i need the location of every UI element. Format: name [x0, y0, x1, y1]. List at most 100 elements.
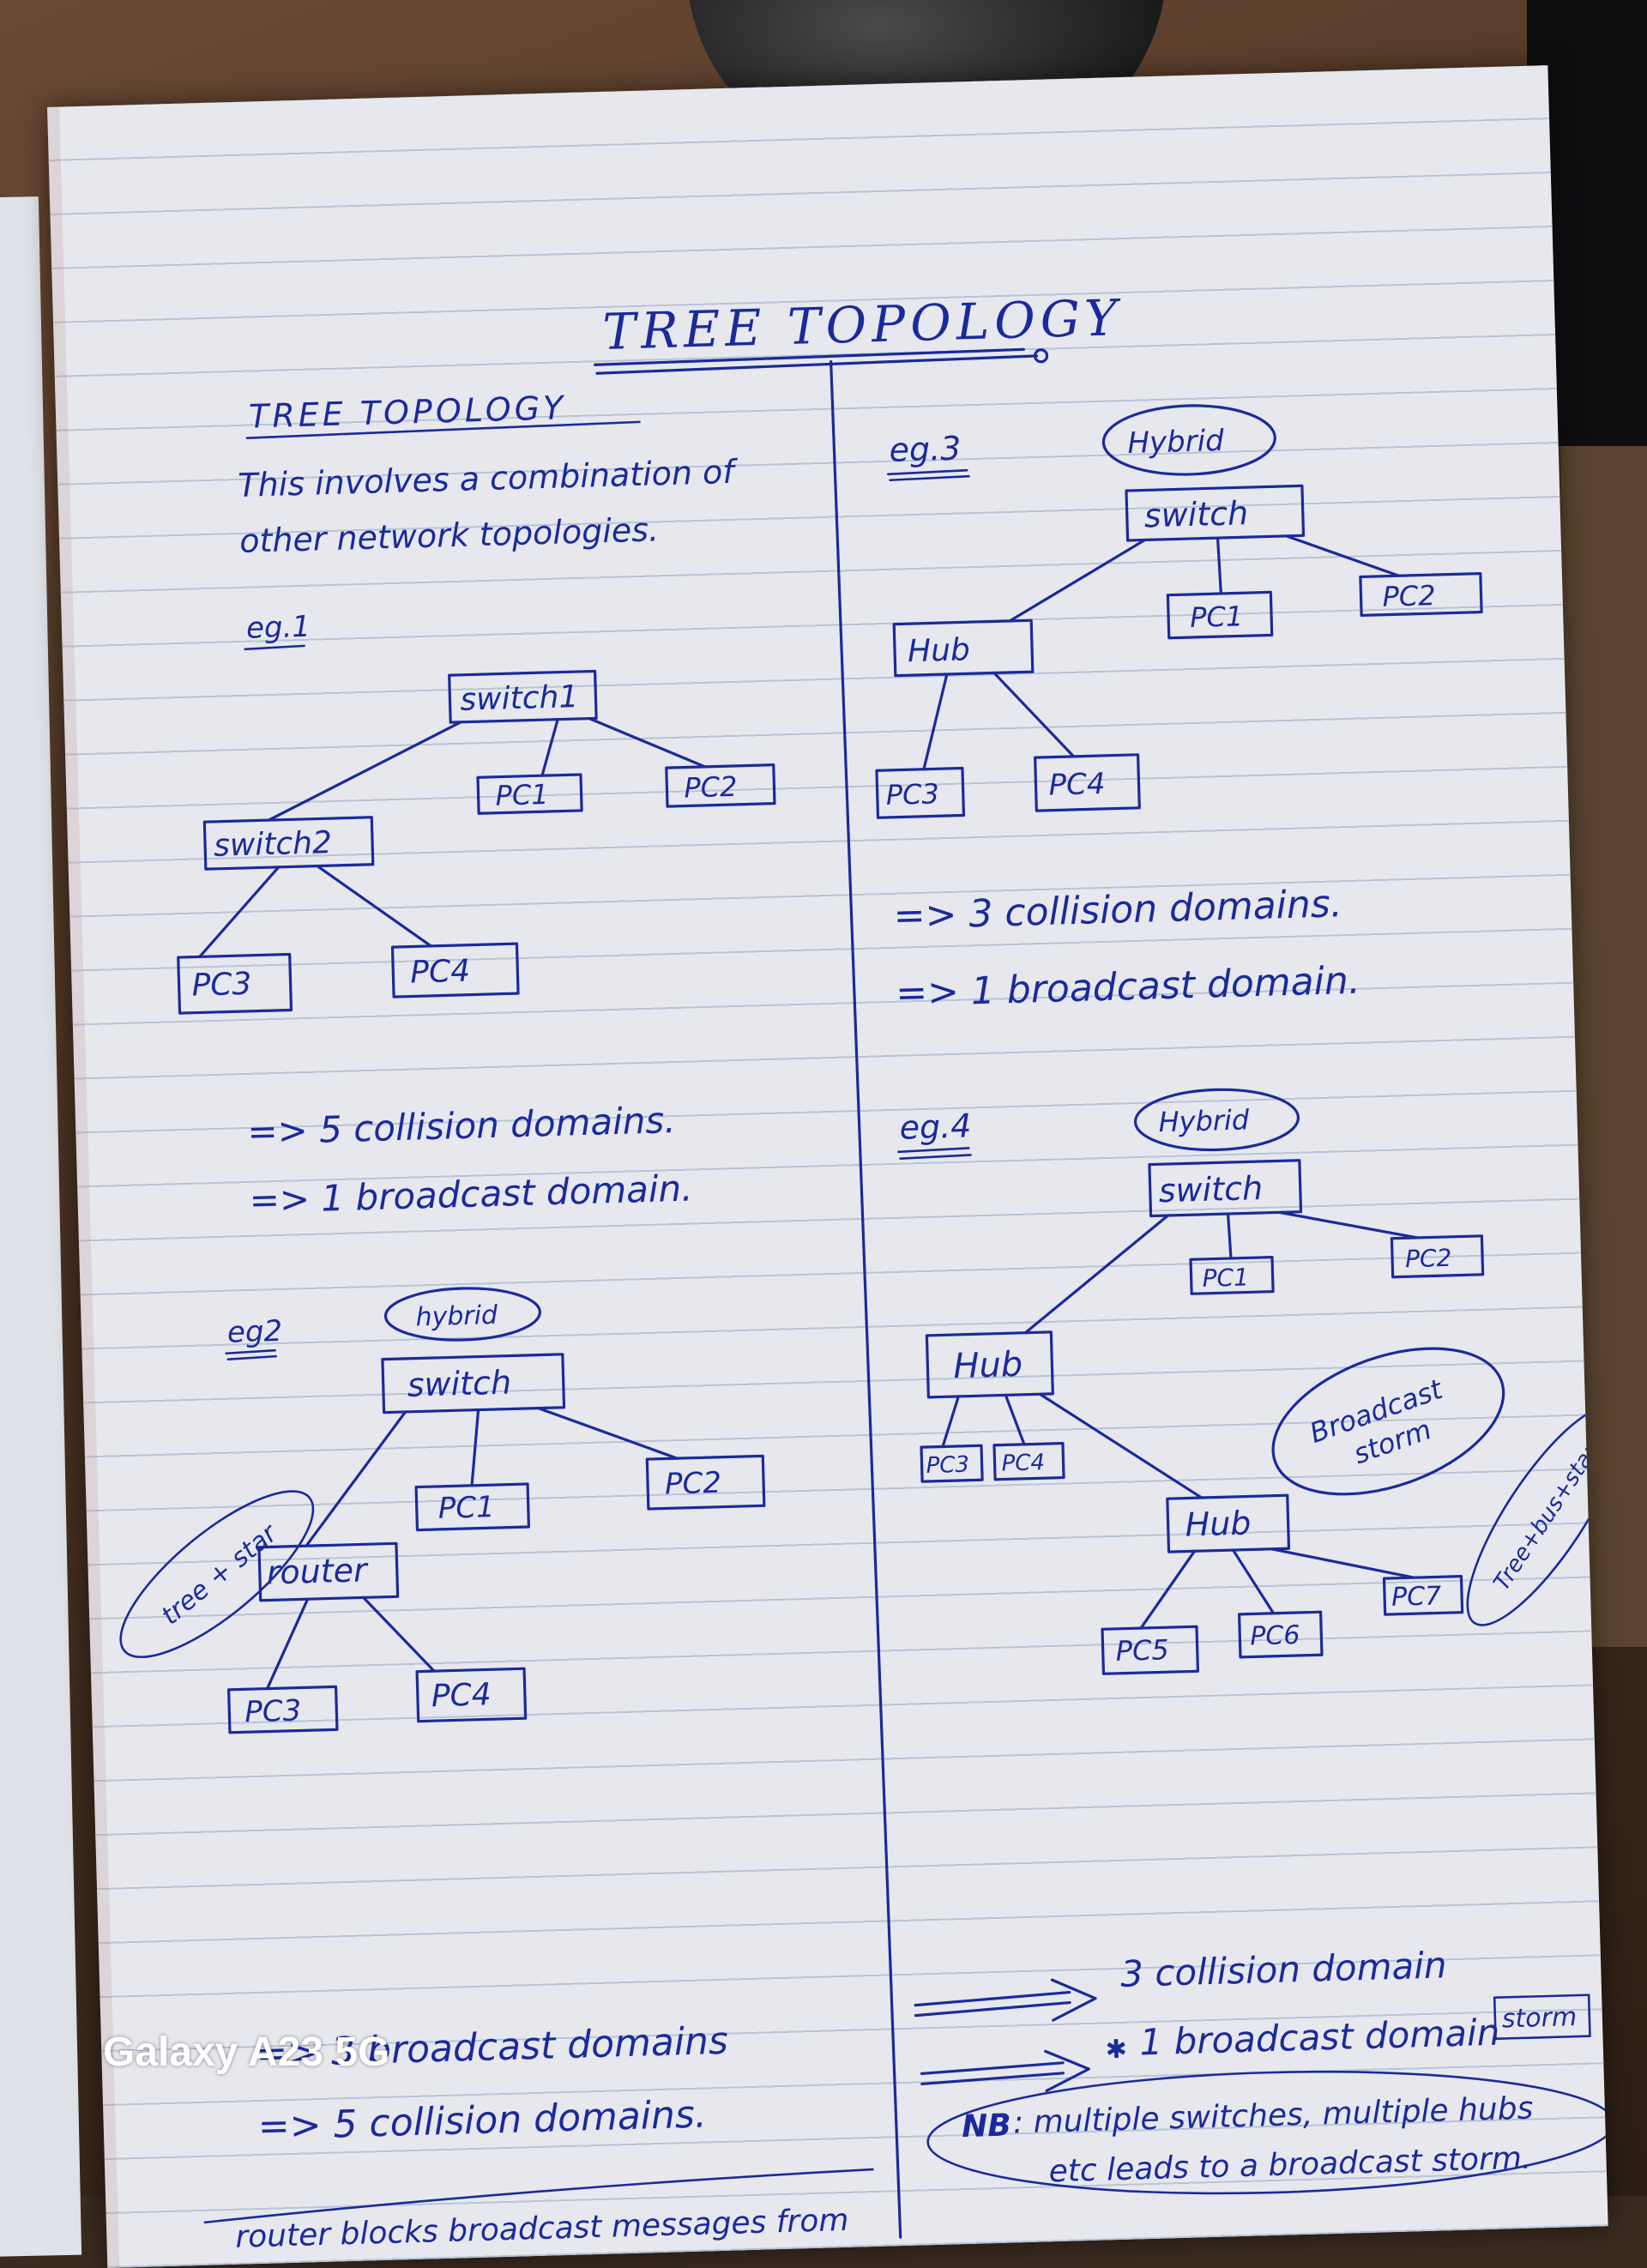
intro-line-2: other network topologies.: [239, 510, 660, 560]
eg3-link-switch-hub: [1008, 538, 1147, 623]
eg4-label: eg.4: [899, 1107, 972, 1146]
eg1-switch2-label: switch2: [214, 825, 333, 864]
eg1-pc3-label: PC3: [191, 967, 252, 1004]
eg4-pc2-box: [1390, 1234, 1485, 1279]
eg3-switch-box: [1125, 484, 1306, 542]
nb-bracket: [926, 2070, 1608, 2195]
eg3-pc2-box: [1359, 571, 1483, 618]
side-note-text: tree + star: [156, 1517, 284, 1631]
eg2-switch-box: [381, 1353, 566, 1414]
nb-line-2: etc leads to a broadcast storm.: [1048, 2141, 1532, 2190]
center-divider: [830, 360, 902, 2239]
eg4-link-switch-pc2: [1277, 1210, 1420, 1240]
eg2-pc2-label: PC2: [665, 1466, 722, 1502]
eg4-tree-diagram: switch PC1 PC2 Hub PC3 PC4 Hub PC5 PC6 P…: [920, 1159, 1485, 1675]
eg4-side-note-cloud: [1466, 1404, 1608, 1626]
arrow-1: [914, 1978, 1097, 2022]
eg3-pc4-label: PC4: [1048, 767, 1106, 803]
eg4-switch-label: switch: [1158, 1169, 1263, 1209]
eg2-link-switch-pc1: [470, 1408, 480, 1487]
eg3-label: eg.3: [889, 429, 962, 468]
eg3-hybrid-cloud: [1101, 404, 1276, 476]
eg4-result-1: 3 collision domain: [1120, 1944, 1448, 1995]
eg4-pc1-label: PC1: [1202, 1263, 1249, 1293]
eg4-side-note: Tree+bus+star: [1466, 1404, 1608, 1626]
eg3-link-hub-pc3: [922, 673, 949, 771]
eg3-switch-label: switch: [1143, 494, 1248, 534]
intro-line-1: This involves a combination of: [238, 453, 739, 504]
eg4-hub2-box: [1166, 1493, 1291, 1553]
eg2-router-box: [257, 1541, 400, 1602]
eg4-link-hub1-pc4: [1004, 1393, 1026, 1446]
eg1-result-2: => 1 broadcast domain.: [249, 1167, 693, 1221]
eg3-tree-diagram: switch PC1 PC2 Hub PC3 PC4: [875, 484, 1483, 819]
eg1-underline: [244, 644, 305, 651]
storm-tag: storm: [1501, 2002, 1577, 2034]
eg4-link-hub1-pc3: [941, 1395, 960, 1449]
eg3-pc2-label: PC2: [1382, 579, 1436, 613]
eg2-link-router-pc3: [265, 1597, 310, 1691]
eg1-pc1-box: [476, 773, 583, 815]
eg1-pc1-label: PC1: [495, 778, 549, 812]
eg2-link-switch-router: [305, 1410, 407, 1547]
eg4-link-hub2-pc6: [1231, 1548, 1276, 1615]
eg4-hub1-box: [925, 1330, 1054, 1399]
eg3-hub-box: [892, 618, 1035, 678]
eg1-link-switch-switch2: [267, 721, 462, 822]
eg3-pc4-box: [1034, 753, 1141, 812]
eg3-pc3-label: PC3: [885, 777, 939, 811]
eg1-pc3-box: [177, 952, 293, 1015]
eg2-pc3-box: [226, 1685, 339, 1734]
eg1-pc2-label: PC2: [684, 770, 738, 805]
nb-line-1: : multiple switches, multiple hubs: [1012, 2091, 1533, 2141]
eg4-pc4-label: PC4: [1001, 1450, 1045, 1476]
eg4-pc7-label: PC7: [1391, 1581, 1442, 1613]
bullet-star: ✱: [1105, 2035, 1127, 2066]
eg4-link-hub1-hub2: [1038, 1392, 1204, 1499]
eg4-switch-box: [1148, 1159, 1303, 1218]
eg1-label: eg.1: [246, 610, 311, 646]
eg4-pc7-box: [1382, 1575, 1464, 1616]
eg4-link-switch-hub1: [1023, 1214, 1170, 1335]
eg2-hybrid-label: hybrid: [415, 1300, 498, 1333]
eg4-link-hub2-pc5: [1139, 1549, 1197, 1630]
eg3-hub-label: Hub: [908, 632, 971, 669]
side-note-cloud: [119, 1490, 315, 1659]
eg1-result-1: => 5 collision domains.: [247, 1099, 677, 1153]
eg4-hub1-label: Hub: [953, 1345, 1023, 1386]
title-underline-2: [595, 354, 1039, 375]
eg2-switch-label: switch: [407, 1363, 511, 1403]
heading-underline: [245, 420, 641, 439]
eg1-link-switch-pc2: [588, 717, 707, 769]
eg4-pc5-box: [1101, 1625, 1200, 1675]
eg2-link-router-pc4: [362, 1595, 436, 1673]
eg4-pc6-label: PC6: [1250, 1620, 1300, 1652]
camera-watermark: Galaxy A23 5G: [103, 2030, 390, 2075]
eg1-pc2-box: [665, 763, 776, 808]
eg1-switch1-label: switch1: [460, 679, 579, 718]
eg4-link-hub2-pc7: [1270, 1547, 1416, 1579]
eg2-label: eg2: [226, 1314, 282, 1350]
storm-tag-box: [1493, 1994, 1591, 2041]
storm-cloud: [1271, 1347, 1505, 1496]
eg2-pc3-label: PC3: [244, 1693, 302, 1729]
eg2-pc4-box: [415, 1667, 528, 1723]
eg3-result-2: => 1 broadcast domain.: [896, 959, 1361, 1016]
eg4-pc2-label: PC2: [1405, 1244, 1452, 1274]
eg3-pc3-box: [875, 766, 966, 819]
eg2-router-label: router: [266, 1551, 369, 1591]
eg1-tree-diagram: switch1 PC1 PC2 switch2 PC3 PC4: [177, 669, 776, 1015]
eg4-pc3-box: [920, 1444, 984, 1483]
eg3-link-switch-pc1: [1216, 536, 1222, 595]
eg3-hybrid-label: Hybrid: [1127, 424, 1225, 461]
left-heading: TREE TOPOLOGY: [249, 389, 567, 435]
nb-label: NB: [962, 2108, 1012, 2145]
eg2-pc4-label: PC4: [431, 1677, 492, 1714]
eg1-switch1-box: [448, 669, 598, 724]
eg4-underline: [897, 1147, 972, 1161]
page-title: TREE TOPOLOGY: [602, 288, 1124, 361]
eg1-pc4-box: [390, 942, 520, 998]
eg4-pc5-label: PC5: [1115, 1633, 1169, 1668]
eg1-link-switch2-pc3: [198, 866, 281, 959]
eg2-link-switch-pc2: [536, 1407, 679, 1460]
